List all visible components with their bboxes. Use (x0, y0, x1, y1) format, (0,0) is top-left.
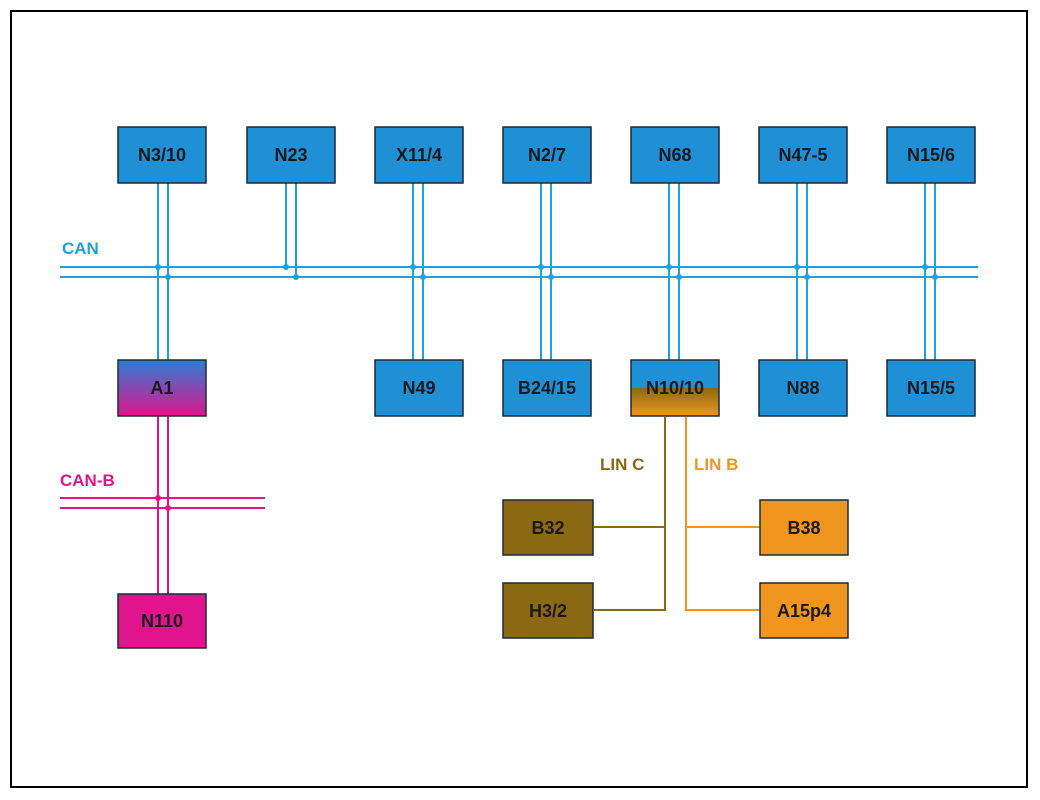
node-a15p4: A15p4 (759, 582, 849, 639)
node-b32: B32 (502, 499, 594, 556)
node-n15-6: N15/6 (886, 126, 976, 184)
node-a1-label: A1 (150, 378, 173, 398)
node-n47-5-label: N47-5 (778, 145, 827, 165)
node-n68-label: N68 (658, 145, 691, 165)
lin-c-trunk-to-h3-2 (594, 417, 666, 611)
lin-b-trunk-to-a15p4 (685, 417, 760, 611)
node-n10-10: N10/10 (630, 359, 720, 417)
node-n23-label: N23 (274, 145, 307, 165)
node-n110: N110 (117, 593, 207, 649)
can-bus-junctions (155, 264, 938, 280)
node-n47-5: N47-5 (758, 126, 848, 184)
node-b38-label: B38 (787, 518, 820, 538)
node-n88: N88 (758, 359, 848, 417)
can-bus (60, 183, 978, 360)
node-b32-label: B32 (531, 518, 564, 538)
can-b-junctions (155, 495, 171, 511)
node-a15p4-label: A15p4 (777, 601, 831, 621)
node-x11-4-label: X11/4 (396, 145, 442, 165)
can-b-bus (60, 416, 265, 594)
node-n3-10: N3/10 (117, 126, 207, 184)
node-n3-10-label: N3/10 (138, 145, 186, 165)
node-n49: N49 (374, 359, 464, 417)
node-n2-7: N2/7 (502, 126, 592, 184)
node-b24-15-label: B24/15 (518, 378, 576, 398)
node-n15-6-label: N15/6 (907, 145, 955, 165)
node-h3-2-label: H3/2 (529, 601, 567, 621)
node-n23: N23 (246, 126, 336, 184)
node-b24-15: B24/15 (502, 359, 592, 417)
node-x11-4: X11/4 (374, 126, 464, 184)
node-n68: N68 (630, 126, 720, 184)
node-b38: B38 (759, 499, 849, 556)
node-n88-label: N88 (786, 378, 819, 398)
node-n2-7-label: N2/7 (528, 145, 566, 165)
diagram-frame (10, 10, 1028, 788)
node-n15-5-label: N15/5 (907, 378, 955, 398)
lin-b-bus (685, 417, 760, 611)
can-bus-label: CAN (62, 239, 99, 258)
node-n15-5: N15/5 (886, 359, 976, 417)
lin-c-bus (594, 417, 666, 611)
can-b-bus-label: CAN-B (60, 471, 115, 490)
node-n10-10-label: N10/10 (646, 378, 704, 398)
node-n49-label: N49 (402, 378, 435, 398)
lin-c-bus-label: LIN C (600, 455, 644, 474)
lin-b-bus-label: LIN B (694, 455, 738, 474)
node-a1: A1 (117, 359, 207, 417)
node-h3-2: H3/2 (502, 582, 594, 639)
node-n110-label: N110 (141, 611, 183, 631)
